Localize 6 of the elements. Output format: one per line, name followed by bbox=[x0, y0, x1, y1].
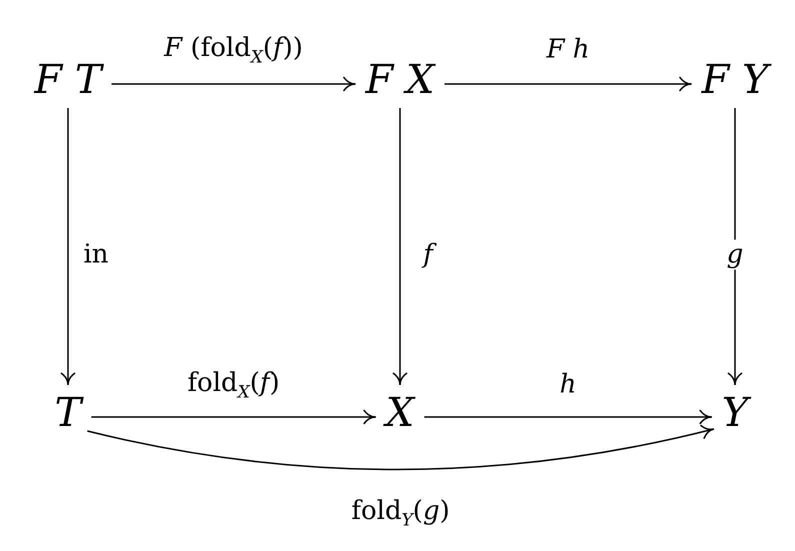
math-object-label: Y bbox=[718, 391, 752, 435]
math-object-label: F X bbox=[362, 58, 438, 102]
math-object-label: X bbox=[382, 391, 418, 435]
math-object-label: T bbox=[50, 391, 86, 435]
math-object-label: F T bbox=[30, 58, 106, 102]
math-object-label: F Y bbox=[698, 58, 772, 102]
